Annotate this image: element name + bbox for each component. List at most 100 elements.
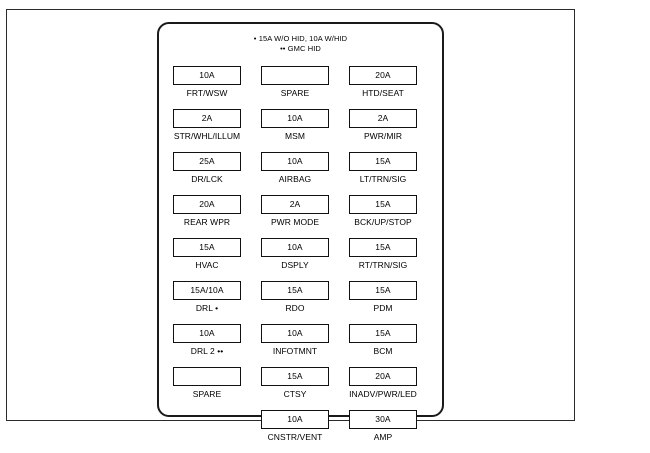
fuse-label: HTD/SEAT [362, 87, 404, 98]
fuse-cell: 10A AIRBAG [261, 152, 329, 195]
fuse-rating: 20A [375, 70, 391, 80]
fuse-cell: 15A RDO [261, 281, 329, 324]
fuse-label: PWR/MIR [363, 130, 403, 141]
fuse-cell: 15A BCK/UP/STOP [349, 195, 417, 238]
fuse-box: 15A [349, 152, 417, 171]
fuse-rating: 20A [199, 199, 215, 209]
fuse-label: MSM [285, 130, 305, 141]
fuse-box: 2A [261, 195, 329, 214]
image-frame: • 15A W/O HID, 10A W/HID •• GMC HID 10A F… [6, 9, 575, 442]
fuse-rating: 25A [199, 156, 215, 166]
fuse-rating: 15A [375, 199, 391, 209]
fuse-rating: 15A [287, 371, 303, 381]
fuse-box: 2A [173, 109, 241, 128]
fuse-box: 15A [173, 238, 241, 257]
fuse-rating: 15A/10A [190, 285, 224, 295]
fuse-column-right: 20A HTD/SEAT 2A PWR/MIR 15A LT/TRN/SIG 15A BCK/… [349, 66, 417, 453]
fuse-label: DSPLY [281, 259, 309, 270]
fuse-label: INFOTMNT [272, 345, 318, 356]
fuse-box: 15A [261, 281, 329, 300]
fuse-label: LT/TRN/SIG [359, 173, 407, 184]
fuse-box: 20A [349, 367, 417, 386]
fuse-label: FRT/WSW [186, 87, 228, 98]
fuse-box: 15A/10A [173, 281, 241, 300]
fuse-rating: 20A [375, 371, 391, 381]
fuse-cell: 10A DSPLY [261, 238, 329, 281]
fuse-rating: 15A [199, 242, 215, 252]
fuse-cell: 15A BCM [349, 324, 417, 367]
fuse-label: DRL 2 •• [190, 345, 224, 356]
fuse-rating: 15A [287, 285, 303, 295]
fuse-rating: 15A [375, 328, 391, 338]
fuse-label: RT/TRN/SIG [358, 259, 408, 270]
fuse-rating: 2A [201, 113, 213, 123]
footnote-double-bullet: •• GMC HID [280, 44, 321, 53]
fuse-cell: SPARE [261, 66, 329, 109]
fuse-cell: 2A STR/WHL/ILLUM [173, 109, 241, 152]
fuse-rating: 10A [199, 328, 215, 338]
fuse-rating: 30A [375, 414, 391, 424]
fuse-rating: 2A [377, 113, 389, 123]
fuse-cell: 20A INADV/PWR/LED [349, 367, 417, 410]
fuse-box: 15A [349, 324, 417, 343]
fuse-rating: 10A [287, 328, 303, 338]
fuse-cell: 10A INFOTMNT [261, 324, 329, 367]
fuse-label: HVAC [195, 259, 219, 270]
fuse-box: 15A [261, 367, 329, 386]
fuse-label: BCK/UP/STOP [354, 216, 412, 227]
fuse-box: 2A [349, 109, 417, 128]
fuse-cell: 15A PDM [349, 281, 417, 324]
fuse-label: CNSTR/VENT [267, 431, 323, 442]
fuse-box-empty [173, 367, 241, 386]
fuse-box: 10A [261, 238, 329, 257]
fuse-box: 15A [349, 281, 417, 300]
fuse-rating: 15A [375, 156, 391, 166]
fuse-label: PDM [373, 302, 393, 313]
fuse-label: INADV/PWR/LED [349, 388, 417, 399]
fuse-cell: 10A FRT/WSW [173, 66, 241, 109]
fuse-box: 20A [349, 66, 417, 85]
fuse-box: 10A [173, 66, 241, 85]
fuse-label: AIRBAG [278, 173, 312, 184]
fuse-label: BCM [373, 345, 393, 356]
fuse-label: SPARE [280, 87, 310, 98]
fuse-label: CTSY [283, 388, 307, 399]
fuse-rating: 10A [287, 414, 303, 424]
fuse-label: STR/WHL/ILLUM [173, 130, 241, 141]
fuse-cell: 30A AMP [349, 410, 417, 453]
fuse-cell: 15A RT/TRN/SIG [349, 238, 417, 281]
fuse-label: AMP [373, 431, 393, 442]
fuse-cell: 10A DRL 2 •• [173, 324, 241, 367]
fuse-rating: 2A [289, 199, 301, 209]
fuse-cell: 15A CTSY [261, 367, 329, 410]
fuse-box: 10A [261, 324, 329, 343]
fuse-box: 15A [349, 195, 417, 214]
fuse-box-empty [261, 66, 329, 85]
fuse-cell: 2A PWR/MIR [349, 109, 417, 152]
fuse-rating: 10A [199, 70, 215, 80]
fuse-box: 10A [173, 324, 241, 343]
fuse-cell: 20A HTD/SEAT [349, 66, 417, 109]
fuse-cell: 20A REAR WPR [173, 195, 241, 238]
fuse-cell: SPARE [173, 367, 241, 410]
fuse-block-panel: • 15A W/O HID, 10A W/HID •• GMC HID 10A F… [157, 22, 444, 442]
fuse-box: 20A [173, 195, 241, 214]
fuse-cell: 10A CNSTR/VENT [261, 410, 329, 453]
fuse-label: RDO [285, 302, 305, 313]
fuse-rating: 15A [375, 242, 391, 252]
fuse-rating: 10A [287, 156, 303, 166]
fuse-box: 15A [349, 238, 417, 257]
fuse-box: 10A [261, 152, 329, 171]
footnote-single-bullet: • 15A W/O HID, 10A W/HID [253, 34, 348, 43]
fuse-cell: 10A MSM [261, 109, 329, 152]
footnote-legend: • 15A W/O HID, 10A W/HID •• GMC HID [159, 34, 442, 54]
fuse-rating: 10A [287, 113, 303, 123]
fuse-label: DR/LCK [191, 173, 223, 184]
fuse-rating: 15A [375, 285, 391, 295]
fuse-label: REAR WPR [183, 216, 231, 227]
fuse-cell: 15A LT/TRN/SIG [349, 152, 417, 195]
fuse-cell: 25A DR/LCK [173, 152, 241, 195]
fuse-label: PWR MODE [270, 216, 320, 227]
fuse-rating: 10A [287, 242, 303, 252]
